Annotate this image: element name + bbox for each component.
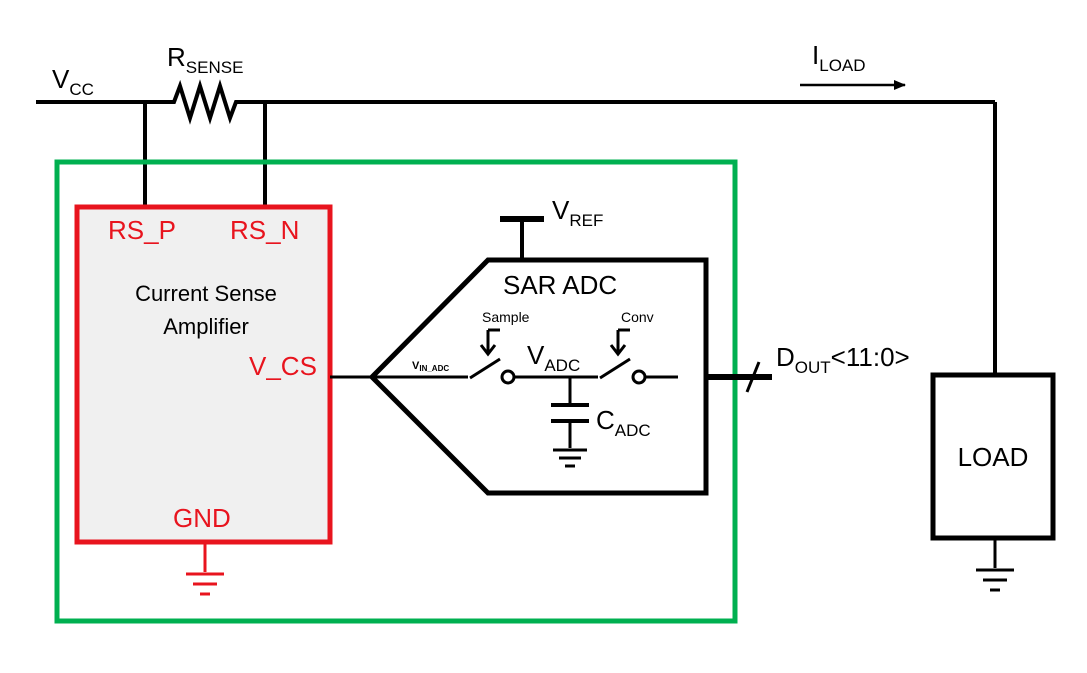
adc-internal-wiring (372, 328, 678, 468)
module-boundary (54, 159, 738, 624)
amp-title-line2: Amplifier (163, 314, 249, 339)
rsense-resistor (166, 79, 244, 125)
current-sense-amplifier-block (74, 204, 333, 545)
vadc-label: VADC (527, 340, 580, 375)
dout-bus (706, 361, 772, 393)
supply-wire (36, 79, 997, 375)
adc-title: SAR ADC (503, 270, 617, 300)
pin-rs-p: RS_P (108, 215, 176, 245)
dout-label: DOUT<11:0> (776, 342, 910, 377)
conv-switch (599, 357, 631, 380)
pin-gnd: GND (173, 503, 231, 533)
conv-label: Conv (621, 309, 654, 325)
load-label: LOAD (958, 442, 1029, 472)
pin-rs-n: RS_N (230, 215, 299, 245)
load-ground-icon (976, 538, 1014, 592)
amp-ground-icon (186, 542, 224, 596)
vin-adc-label: VIN_ADC (412, 360, 449, 373)
vcc-label: VCC (52, 64, 94, 99)
vref-terminal (500, 216, 544, 260)
pin-vcs: V_CS (249, 351, 317, 381)
amp-title-line1: Current Sense (135, 281, 277, 306)
vref-label: VREF (552, 195, 603, 230)
iload-label: ILOAD (812, 40, 866, 75)
load-block (930, 372, 1056, 541)
sample-label: Sample (482, 309, 530, 325)
sample-switch (469, 357, 501, 380)
cadc-label: CADC (596, 405, 651, 440)
rsense-label: RSENSE (167, 42, 243, 77)
